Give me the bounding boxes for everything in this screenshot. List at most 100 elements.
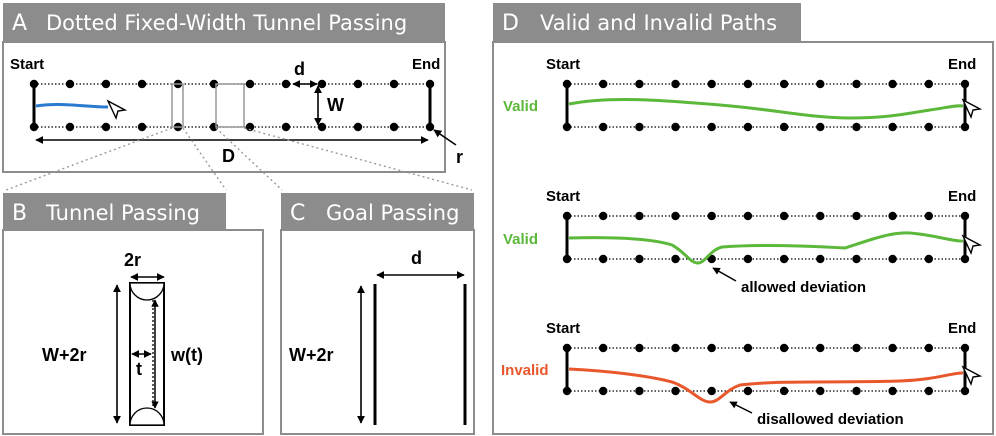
zoom-connector-b-right — [182, 127, 227, 191]
row2-dots — [562, 211, 970, 264]
panel-c-border — [280, 229, 475, 435]
row2-start-label: Start — [546, 188, 580, 205]
two-r-label: 2r — [124, 250, 141, 270]
row2-dot-bottom-10 — [924, 254, 933, 264]
row1-dot-bottom-1 — [599, 122, 608, 132]
row3-status-label: Invalid — [501, 362, 549, 379]
row3-dot-top-9 — [888, 343, 897, 353]
panel-a-dot-top-8 — [317, 79, 327, 89]
row2-dot-top-5 — [743, 211, 753, 221]
panel-b: B Tunnel Passing 2r W+2r t w(t) — [2, 193, 264, 435]
panel-a-dot-top-0 — [29, 79, 39, 89]
row3-dot-bottom-3 — [671, 386, 680, 396]
row1-dot-top-9 — [888, 79, 897, 89]
row2-dot-bottom-3 — [671, 254, 680, 264]
row2-dot-bottom-6 — [779, 254, 789, 264]
panel-d-title: Valid and Invalid Paths — [540, 11, 777, 35]
panel-a-dot-top-11 — [425, 79, 435, 89]
panel-a-letter: A — [12, 11, 27, 36]
panel-a-dot-bottom-2 — [101, 122, 111, 132]
row2-dot-bottom-8 — [852, 254, 861, 264]
row2-dot-bottom-11 — [960, 254, 970, 264]
row3-dot-bottom-10 — [924, 386, 933, 396]
panel-a: A Dotted Fixed-Width Tunnel Passing Star… — [2, 3, 463, 173]
row1-dot-top-7 — [816, 79, 825, 89]
row1-dot-bottom-4 — [707, 122, 716, 132]
allowed-deviation-label: allowed deviation — [741, 279, 866, 296]
row1-dot-bottom-11 — [960, 122, 970, 132]
row3-invalid-path — [568, 367, 964, 404]
panel-a-dot-bottom-11 — [425, 122, 435, 132]
row1-dot-bottom-7 — [816, 122, 825, 132]
panel-a-dot-top-3 — [137, 79, 147, 89]
row3-dot-top-5 — [743, 343, 753, 353]
top-dot-half — [129, 282, 165, 301]
zoom-connector-c-left — [215, 127, 283, 191]
disallowed-deviation-label: disallowed deviation — [757, 411, 904, 428]
row3-dot-top-8 — [852, 343, 861, 353]
panel-a-dot-top-1 — [65, 79, 75, 89]
panel-a-title: Dotted Fixed-Width Tunnel Passing — [46, 11, 407, 35]
row1-dot-bottom-6 — [779, 122, 789, 132]
row1-cursor-icon — [961, 98, 983, 119]
row3-end-label: End — [948, 320, 976, 337]
panel-a-dot-top-2 — [101, 79, 111, 89]
goal-w-plus-2r-label: W+2r — [289, 345, 334, 365]
row1-valid-path — [568, 97, 964, 120]
row1-dot-top-10 — [924, 79, 933, 89]
row1-dot-bottom-0 — [562, 122, 572, 132]
row1-dot-top-5 — [743, 79, 753, 89]
row1-dot-bottom-5 — [743, 122, 753, 132]
panel-a-dot-bottom-8 — [317, 122, 327, 132]
t-label: t — [136, 359, 142, 379]
goal-passing-highlight — [215, 83, 245, 128]
row2-status-label: Valid — [503, 231, 538, 248]
zoom-connectors — [5, 127, 473, 191]
panel-b-letter: B — [12, 201, 27, 226]
row2-dot-bottom-0 — [562, 254, 572, 264]
panel-c-title: Goal Passing — [326, 201, 459, 225]
row2-dot-bottom-5 — [743, 254, 753, 264]
panel-a-dot-top-6 — [245, 79, 255, 89]
panel-c: C Goal Passing d W+2r — [280, 193, 475, 435]
panel-a-dot-bottom-9 — [353, 122, 363, 132]
row3-start-label: Start — [546, 320, 580, 337]
row3-cursor-icon — [961, 365, 983, 386]
panel-a-dot-bottom-1 — [65, 122, 75, 132]
panel-d: D Valid and Invalid Paths Start End Vali… — [492, 3, 994, 435]
panel-a-dot-top-9 — [353, 79, 363, 89]
row1-dot-top-2 — [635, 79, 644, 89]
row2-dot-top-4 — [707, 211, 716, 221]
row1-dot-top-1 — [599, 79, 608, 89]
row3-dot-top-1 — [599, 343, 608, 353]
row1-dot-bottom-2 — [635, 122, 644, 132]
row2-dot-bottom-1 — [599, 254, 608, 264]
row2-cursor-icon — [961, 234, 983, 255]
row3-dot-top-4 — [707, 343, 716, 353]
row3-dot-bottom-4 — [707, 386, 716, 396]
row3-dot-top-2 — [635, 343, 644, 353]
cursor-icon — [106, 99, 128, 120]
allowed-deviation-arrow — [712, 267, 737, 282]
row2-dot-top-8 — [852, 211, 861, 221]
row2-dot-top-0 — [562, 211, 572, 221]
row1-dot-bottom-9 — [888, 122, 897, 132]
row3-dot-bottom-0 — [562, 386, 572, 396]
row1-dot-bottom-3 — [671, 122, 680, 132]
row3-dot-bottom-1 — [599, 386, 608, 396]
row2-dot-top-9 — [888, 211, 897, 221]
row2-dot-top-1 — [599, 211, 608, 221]
r-arrow — [433, 129, 457, 146]
row2-dot-top-11 — [960, 211, 970, 221]
wt-label: w(t) — [170, 345, 203, 365]
row3-dot-bottom-5 — [743, 386, 753, 396]
panel-a-dot-bottom-6 — [245, 122, 255, 132]
panel-a-dot-bottom-0 — [29, 122, 39, 132]
panel-a-dot-bottom-3 — [137, 122, 147, 132]
row1-dot-top-0 — [562, 79, 572, 89]
zoom-connector-b-left — [5, 127, 173, 191]
panel-a-dot-bottom-7 — [281, 122, 291, 132]
row3-dot-bottom-11 — [960, 386, 970, 396]
row3-dot-top-3 — [671, 343, 680, 353]
